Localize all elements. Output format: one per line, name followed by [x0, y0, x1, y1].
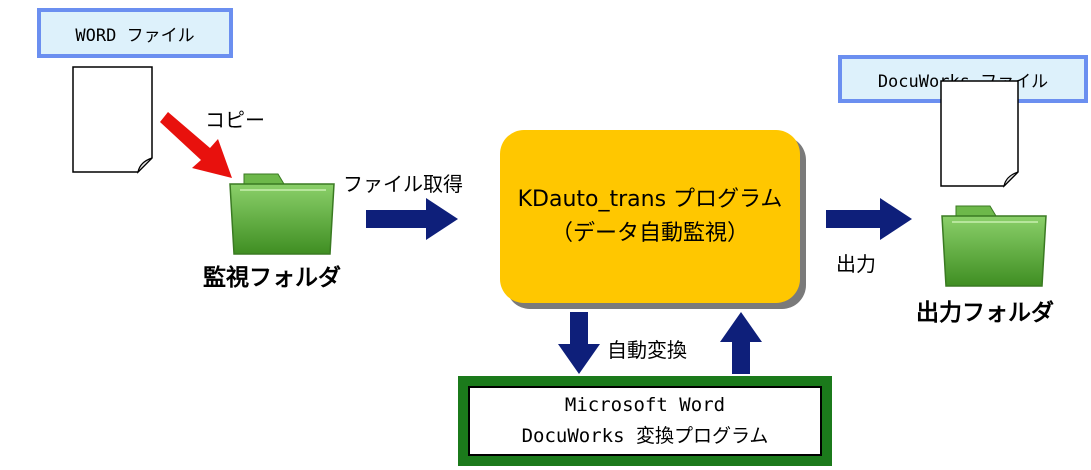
converter-line2: DocuWorks 変換プログラム	[521, 425, 769, 447]
converter-inner: Microsoft Word DocuWorks 変換プログラム	[468, 386, 822, 456]
file-get-arrow-icon	[366, 198, 458, 240]
copy-label: コピー	[205, 108, 265, 132]
docuworks-document-icon	[940, 80, 1019, 188]
word-file-label: WORD ファイル	[37, 8, 233, 58]
kdauto-trans-program-box: KDauto_trans プログラム （データ自動監視）	[500, 130, 800, 303]
program-name: KDauto_trans プログラム	[517, 186, 783, 212]
auto-convert-label: 自動変換	[607, 338, 687, 362]
copy-arrow-icon	[160, 112, 232, 178]
output-label: 出力	[836, 252, 876, 276]
converter-line1: Microsoft Word	[564, 394, 726, 416]
file-get-label: ファイル取得	[343, 172, 463, 196]
word-document-icon	[72, 66, 153, 174]
up-arrow-icon	[720, 312, 762, 374]
down-arrow-icon	[558, 312, 600, 374]
output-folder-icon	[941, 205, 1047, 287]
watch-folder-label: 監視フォルダ	[203, 265, 341, 291]
program-subtitle: （データ自動監視）	[550, 220, 749, 246]
watch-folder-icon	[229, 173, 335, 255]
converter-program-box: Microsoft Word DocuWorks 変換プログラム	[458, 376, 832, 466]
output-arrow-icon	[826, 198, 912, 240]
output-folder-label: 出力フォルダ	[916, 300, 1054, 326]
